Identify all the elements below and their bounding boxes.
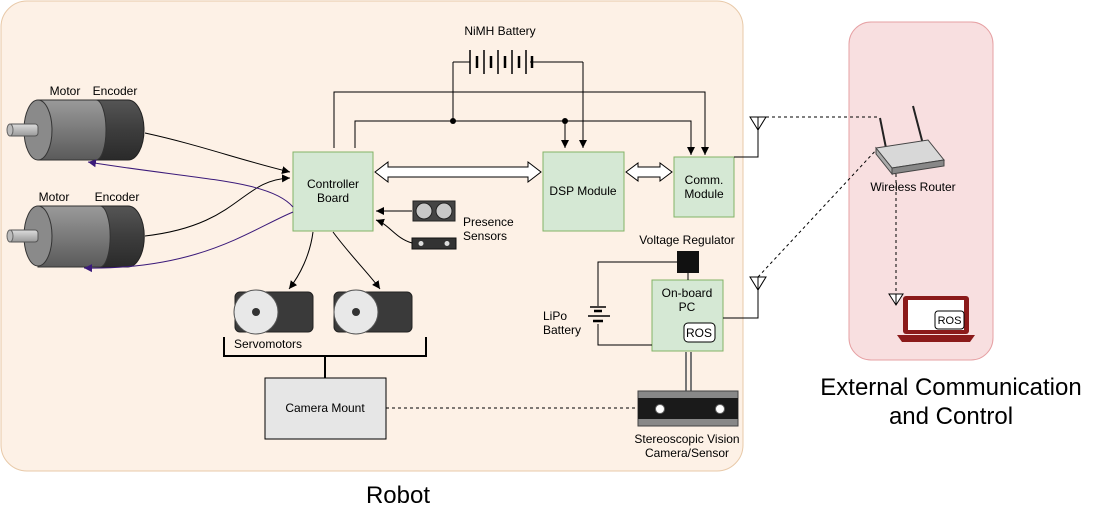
svg-text:Camera/Sensor: Camera/Sensor [645,446,729,460]
svg-text:Module: Module [684,187,724,201]
dsp-module: DSP Module [542,151,625,232]
encoder-1 [95,99,145,161]
stereo-camera: Stereoscopic Vision Camera/Sensor [634,390,740,460]
pc-camera-cable [685,352,692,391]
antenna-icon [723,276,767,319]
laptop-icon: ROS [888,293,975,342]
motor-2: Motor Encoder [6,190,145,268]
external-panel [848,21,994,361]
comm-module: Comm. Module [673,156,735,218]
lipo-battery: LiPo Battery [543,261,677,346]
svg-text:Encoder: Encoder [95,190,140,204]
voltage-regulator [677,251,699,273]
servo-bracket [223,337,427,378]
robot-panel [0,0,744,472]
ros-badge [683,322,716,343]
svg-text:Comm.: Comm. [685,173,724,187]
motor-wires [144,132,291,237]
external-title-line1: External Communication [820,374,1081,401]
wireless-router-icon: Wireless Router [870,105,956,194]
svg-text:ROS: ROS [938,315,962,327]
svg-text:Sensors: Sensors [463,229,507,243]
bus-dsp-comm [625,162,673,182]
bus-controller-dsp [374,160,542,184]
svg-text:Motor: Motor [50,84,81,98]
motor-1: Motor Encoder [6,84,145,161]
svg-text:Battery: Battery [543,323,581,337]
servomotors-label: Servomotors [234,337,302,351]
svg-text:Controller: Controller [307,177,359,191]
wireless-links [757,116,897,294]
junction-dot [450,118,456,124]
svg-text:Wireless Router: Wireless Router [870,180,955,194]
svg-text:Motor: Motor [39,190,70,204]
external-title-line2: and Control [889,403,1013,430]
controller-board: Controller Board [292,151,374,232]
svg-text:LiPo: LiPo [543,309,567,323]
presence-sensors: Presence Sensors [411,200,514,250]
onboard-pc: On-board PC ROS [651,279,724,352]
voltage-regulator-label: Voltage Regulator [639,233,734,247]
junction-dot [562,118,568,124]
svg-text:NiMH Battery: NiMH Battery [464,24,535,38]
nimh-battery: NiMH Battery [453,24,583,74]
servomotor-1 [233,289,314,335]
presence-wires [375,207,413,244]
servomotor-2 [333,289,413,335]
purple-wires [83,159,294,273]
svg-text:Presence: Presence [463,215,514,229]
svg-text:Camera Mount: Camera Mount [285,401,365,415]
camera-mount: Camera Mount [264,377,387,440]
svg-text:ROS: ROS [686,326,712,340]
svg-text:Board: Board [317,191,349,205]
servo-wires [288,231,381,290]
svg-text:Encoder: Encoder [93,84,138,98]
laptop-ros-badge [934,310,965,330]
power-wires [333,62,709,155]
svg-text:On-board: On-board [662,286,713,300]
robot-title: Robot [366,482,430,509]
antenna-icon [734,116,767,158]
svg-text:Stereoscopic Vision: Stereoscopic Vision [634,432,739,446]
svg-text:PC: PC [679,300,696,314]
svg-text:DSP Module: DSP Module [549,184,616,198]
